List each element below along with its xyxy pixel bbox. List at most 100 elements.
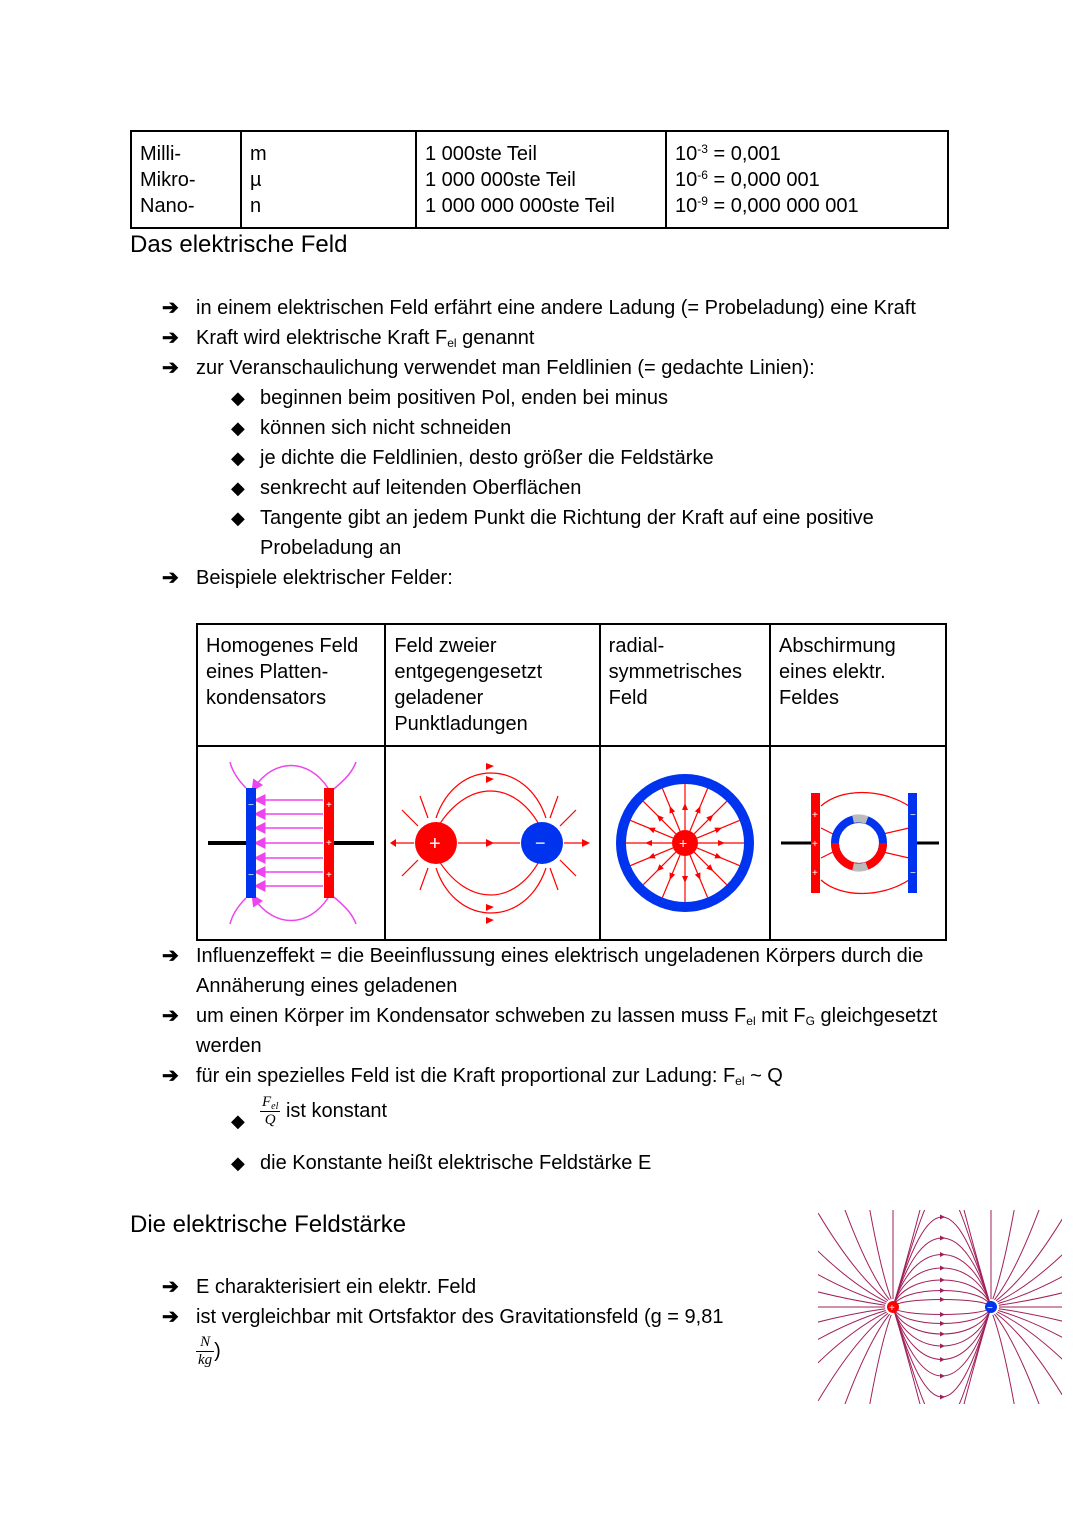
shielding-figure: + + + − − bbox=[769, 745, 947, 941]
arrow-icon: ➔ bbox=[162, 327, 179, 349]
field-arrow bbox=[706, 814, 714, 822]
field-arrow bbox=[694, 806, 701, 814]
sub-bullet-item: ◆beginnen beim positiven Pol, enden bei … bbox=[130, 383, 950, 413]
field-line bbox=[998, 1308, 1062, 1322]
minus-sign: − bbox=[910, 868, 916, 879]
minus-sign: − bbox=[987, 1303, 993, 1314]
example-header: Homogenes Feld eines Platten-kondensator… bbox=[195, 623, 387, 747]
plus-sign: + bbox=[812, 839, 818, 850]
field-arrow bbox=[940, 1343, 945, 1349]
field-line bbox=[818, 1291, 886, 1306]
field-arrow bbox=[694, 872, 701, 880]
prefix-power: 10-6 = 0,000 001 bbox=[675, 167, 939, 193]
field-arrow bbox=[647, 827, 656, 834]
plus-sign: + bbox=[679, 835, 687, 851]
field-arrow bbox=[717, 840, 725, 846]
field-line bbox=[892, 1306, 992, 1404]
sub-bullet-item: ◆je dichte die Feldlinien, desto größer … bbox=[130, 443, 950, 473]
diamond-icon: ◆ bbox=[231, 1153, 245, 1173]
power-value: = 0,000 000 001 bbox=[707, 194, 859, 217]
dipole-diagram: + − bbox=[390, 763, 591, 924]
power-exponent: -6 bbox=[697, 167, 708, 182]
field-line bbox=[994, 1313, 1040, 1404]
dipole-figure: + − bbox=[384, 745, 601, 941]
field-arrow bbox=[714, 827, 722, 834]
field-line bbox=[818, 1312, 889, 1402]
field-line bbox=[818, 1308, 886, 1323]
bullet-item: ➔Influenzeffekt = die Beeinflussung eine… bbox=[130, 941, 950, 1001]
field-line bbox=[892, 1306, 992, 1398]
sub-bullet-item: ◆senkrecht auf leitenden Oberflächen bbox=[130, 473, 950, 503]
field-arrow bbox=[644, 840, 652, 846]
field-line bbox=[892, 1210, 992, 1308]
arrow-icon: ➔ bbox=[162, 1065, 179, 1087]
field-arrow bbox=[940, 1214, 945, 1220]
prefix-table: Milli- Mikro- Nano- m µ n 1 000ste Teil … bbox=[130, 130, 949, 229]
plus-sign: + bbox=[326, 870, 332, 881]
fieldline-property-list: ◆beginnen beim positiven Pol, enden bei … bbox=[130, 383, 950, 563]
field-line bbox=[892, 1210, 992, 1308]
prefix-powers-cell: 10-3 = 0,001 10-6 = 0,000 001 10-9 = 0,0… bbox=[665, 130, 949, 229]
diamond-icon: ◆ bbox=[231, 448, 245, 468]
prefix-names-cell: Milli- Mikro- Nano- bbox=[130, 130, 242, 229]
field-arrow bbox=[940, 1277, 945, 1283]
field-examples-table: Homogenes Feld eines Platten-kondensator… bbox=[195, 623, 947, 941]
field-arrow bbox=[681, 876, 688, 883]
arrow-icon: ➔ bbox=[162, 1005, 179, 1027]
arrow-icon: ➔ bbox=[162, 1306, 179, 1328]
field-line bbox=[998, 1309, 1062, 1338]
field-arrow bbox=[940, 1357, 945, 1362]
field-arrow bbox=[940, 1331, 945, 1337]
prefix-name: Mikro- bbox=[140, 168, 196, 191]
field-arrow bbox=[940, 1297, 945, 1302]
bullet-item: ➔ist vergleichbar mit Ortsfaktor des Gra… bbox=[130, 1302, 810, 1332]
power-base: 10 bbox=[675, 142, 698, 165]
diamond-icon: ◆ bbox=[231, 478, 245, 498]
field-arrow bbox=[940, 1252, 945, 1257]
arrow-icon: ➔ bbox=[162, 567, 179, 589]
plus-sign: + bbox=[889, 1303, 895, 1314]
field-line bbox=[998, 1292, 1062, 1306]
bullet-item: ➔Beispiele elektrischer Felder: bbox=[130, 563, 950, 593]
arrow-icon: ➔ bbox=[162, 357, 179, 379]
field-arrow bbox=[940, 1394, 945, 1400]
sub-bullet-item: ◆können sich nicht schneiden bbox=[130, 413, 950, 443]
field-line bbox=[892, 1279, 992, 1308]
minus-sign: − bbox=[910, 810, 916, 821]
power-exponent: -9 bbox=[697, 193, 708, 208]
section-heading-field-strength: Die elektrische Feldstärke bbox=[130, 1211, 407, 1238]
power-base: 10 bbox=[675, 194, 698, 217]
field-arrow bbox=[669, 806, 675, 814]
field-line bbox=[844, 1210, 890, 1301]
field-strength-bullet-list: ➔E charakterisiert ein elektr. Feld ➔ist… bbox=[130, 1272, 810, 1332]
prefix-symbol: n bbox=[250, 194, 262, 217]
prefix-name: Milli- bbox=[140, 142, 182, 165]
field-line bbox=[892, 1306, 992, 1335]
bullet-item: ➔E charakterisiert ein elektr. Feld bbox=[130, 1272, 810, 1302]
power-value: = 0,000 001 bbox=[707, 168, 820, 191]
field-arrow bbox=[706, 864, 714, 872]
power-value: = 0,001 bbox=[707, 142, 781, 165]
field-line bbox=[892, 1216, 992, 1308]
prefix-parts-cell: 1 000ste Teil 1 000 000ste Teil 1 000 00… bbox=[415, 130, 667, 229]
plus-sign: + bbox=[429, 833, 441, 855]
arrow-icon: ➔ bbox=[162, 297, 179, 319]
field-line bbox=[869, 1314, 892, 1404]
field-line bbox=[818, 1274, 886, 1305]
prefix-part: 1 000ste Teil bbox=[425, 142, 537, 165]
radial-field-diagram: + bbox=[615, 774, 754, 912]
power-exponent: -3 bbox=[697, 141, 708, 156]
field-line bbox=[992, 1314, 1015, 1404]
field-line bbox=[997, 1254, 1062, 1303]
field-arrow bbox=[940, 1288, 945, 1293]
field-arrow bbox=[940, 1235, 945, 1241]
example-header: Abschirmung eines elektr. Feldes bbox=[769, 623, 947, 747]
bullet-item: ➔um einen Körper im Kondensator schweben… bbox=[130, 1001, 950, 1061]
section-heading-field: Das elektrische Feld bbox=[130, 231, 348, 258]
field-line bbox=[869, 1210, 892, 1300]
field-line bbox=[818, 1311, 887, 1364]
